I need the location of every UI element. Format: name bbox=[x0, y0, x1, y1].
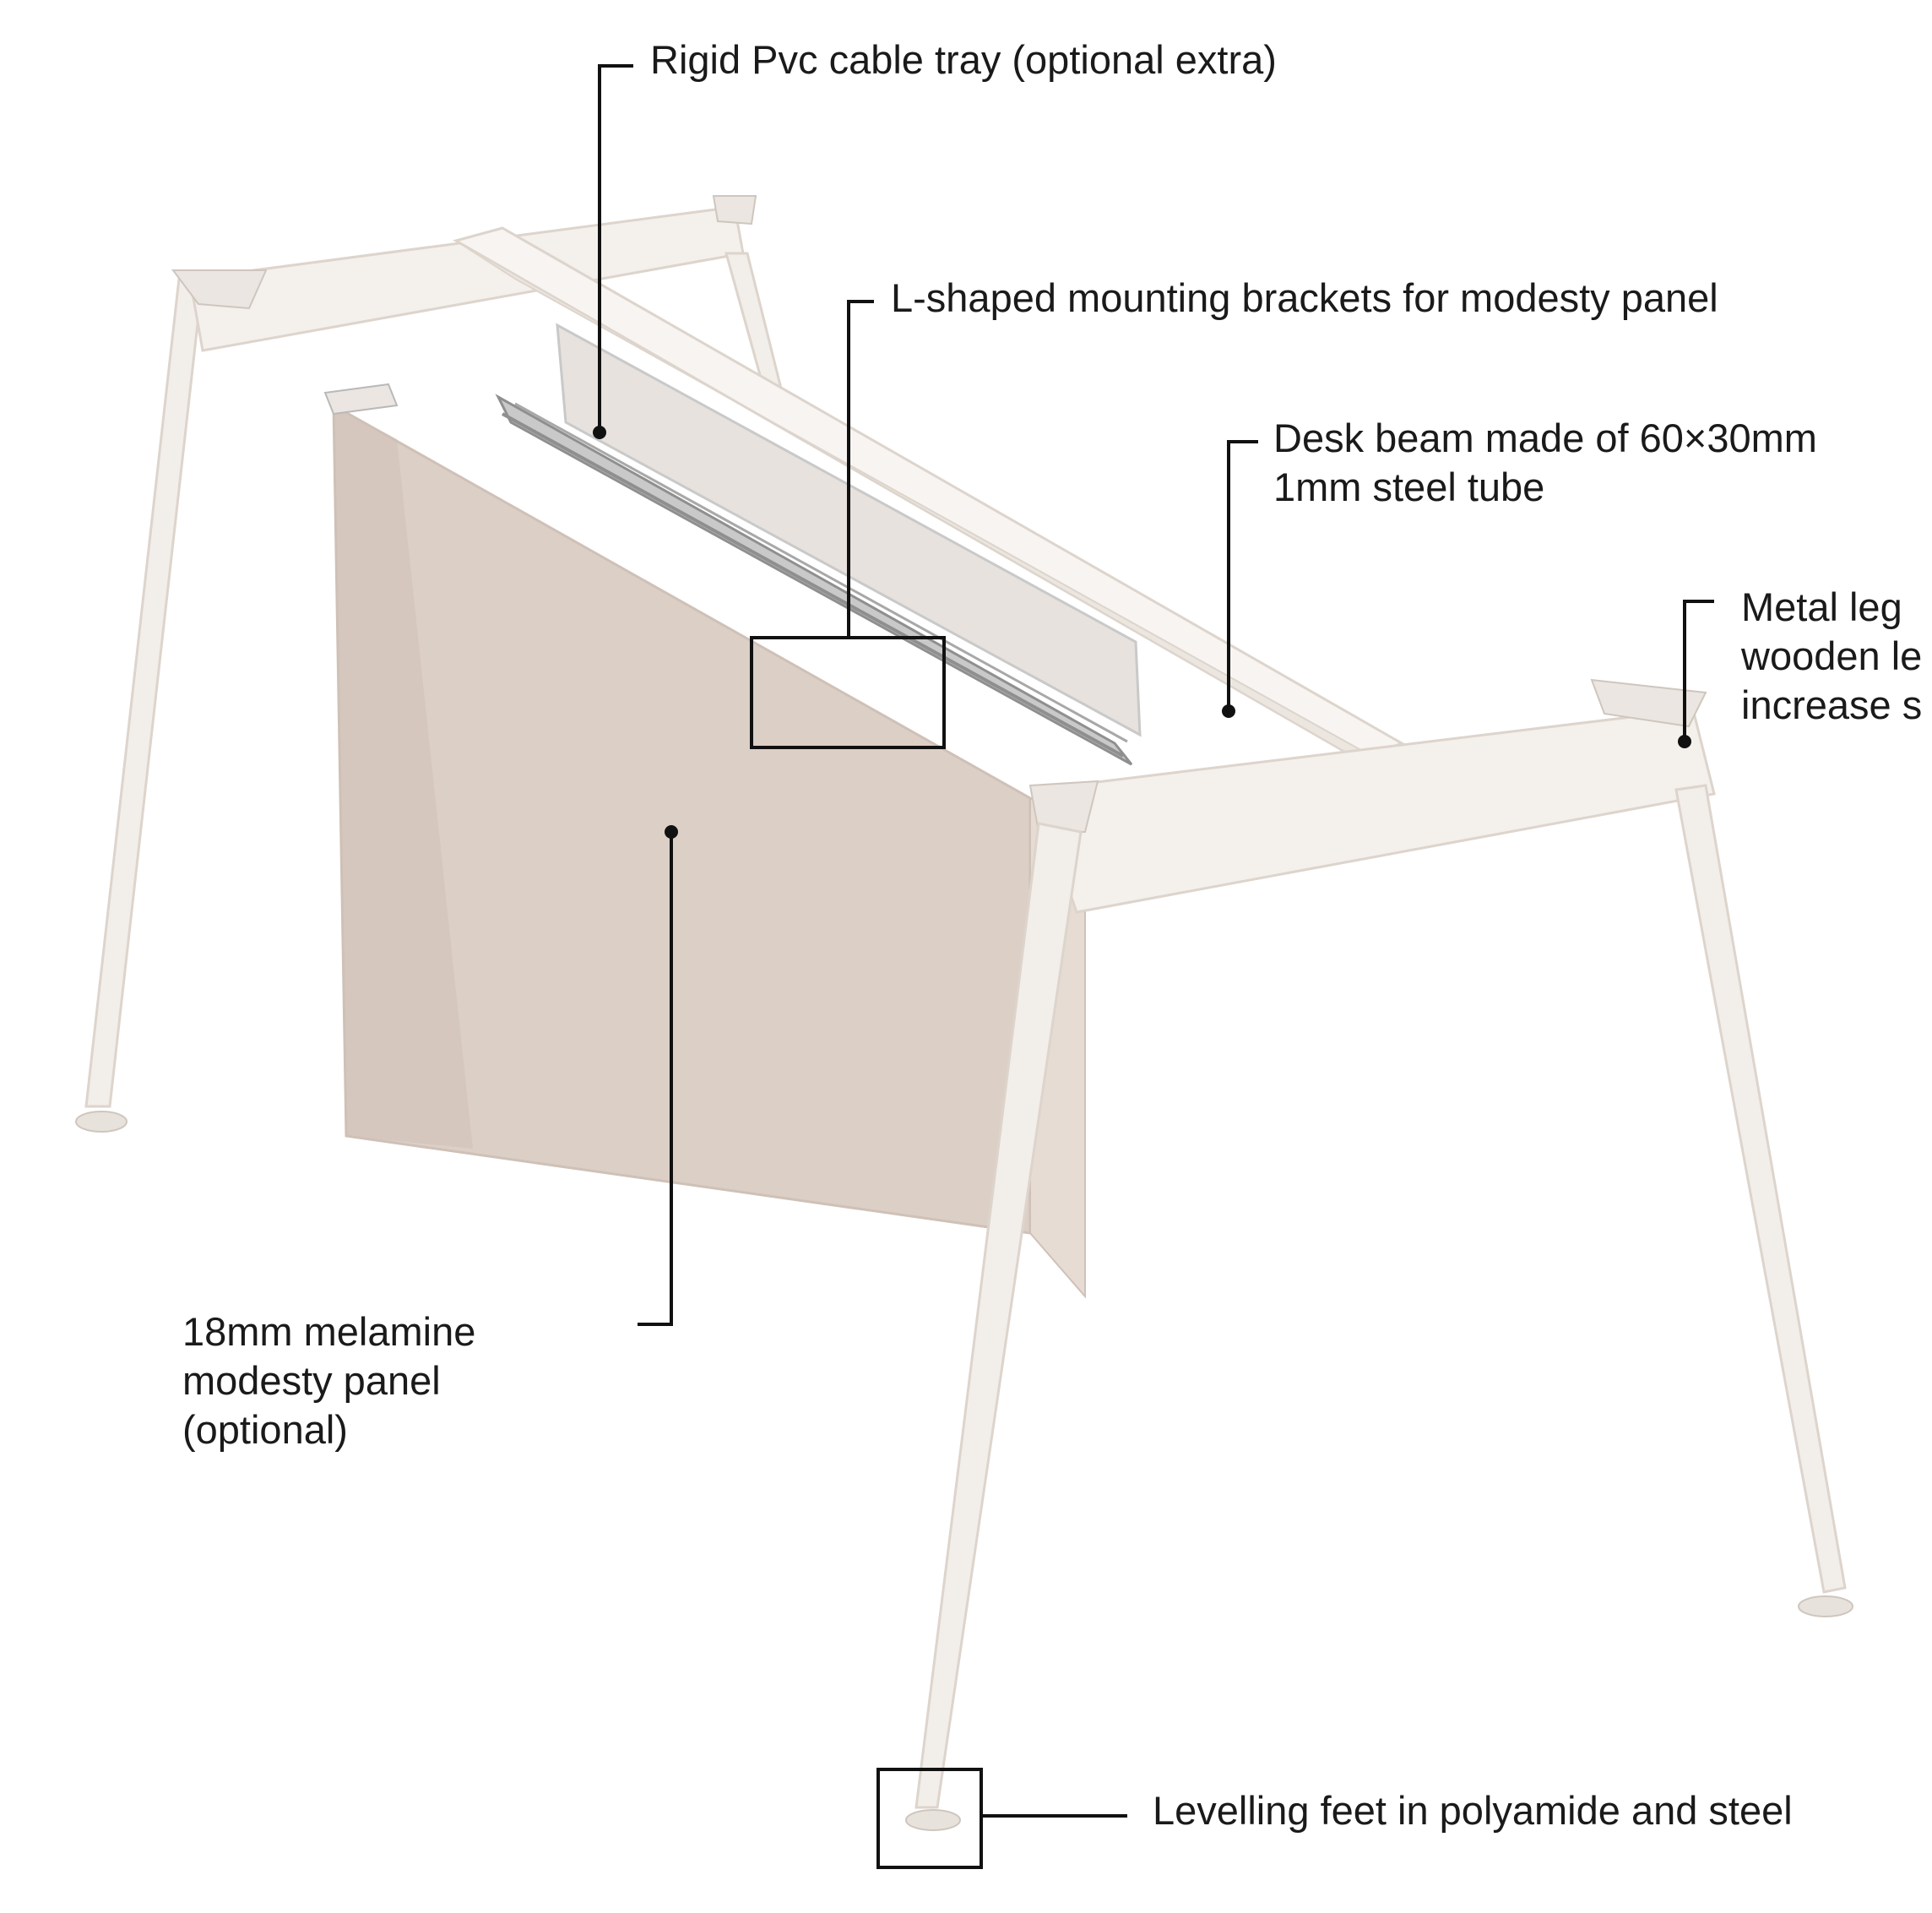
callout-line: wooden le bbox=[1741, 633, 1923, 678]
callout-line: Desk beam made of 60×30mm bbox=[1273, 416, 1817, 460]
callout-cable-tray: Rigid Pvc cable tray (optional extra) bbox=[650, 35, 1277, 84]
modesty-panel-top-bracket bbox=[323, 383, 399, 416]
callout-line: Rigid Pvc cable tray (optional extra) bbox=[650, 37, 1277, 82]
callout-mounting-brackets: L-shaped mounting brackets for modesty p… bbox=[891, 274, 1718, 323]
highlight-mounting-brackets bbox=[750, 636, 946, 749]
callout-line: 1mm steel tube bbox=[1273, 465, 1545, 509]
cable-tray-edge-inner bbox=[514, 402, 1128, 743]
right-rail-bracket bbox=[1590, 678, 1707, 728]
callout-line: (optional) bbox=[182, 1407, 348, 1452]
highlight-levelling-feet bbox=[876, 1768, 983, 1869]
marker-desk-beam bbox=[1222, 704, 1235, 718]
left-rail-back-bracket bbox=[712, 195, 757, 226]
front-right-leg bbox=[1674, 784, 1847, 1594]
marker-modesty-panel bbox=[665, 825, 678, 839]
callout-metal-leg: Metal leg wooden le increase s bbox=[1741, 583, 1922, 730]
callout-levelling-feet: Levelling feet in polyamide and steel bbox=[1153, 1786, 1793, 1835]
callout-line: L-shaped mounting brackets for modesty p… bbox=[891, 275, 1718, 320]
back-left-leg bbox=[84, 277, 204, 1108]
callout-desk-beam: Desk beam made of 60×30mm 1mm steel tube bbox=[1273, 414, 1817, 512]
left-rail-bracket bbox=[171, 269, 268, 310]
front-right-foot bbox=[1798, 1595, 1853, 1617]
callout-line: modesty panel bbox=[182, 1358, 441, 1403]
front-left-foot bbox=[905, 1809, 961, 1831]
front-left-leg bbox=[914, 822, 1083, 1809]
leader-modesty-panel bbox=[638, 832, 673, 1326]
leader-metal-leg bbox=[1683, 600, 1714, 742]
callout-line: Levelling feet in polyamide and steel bbox=[1153, 1788, 1793, 1833]
marker-cable-tray bbox=[593, 426, 606, 439]
back-left-foot bbox=[75, 1111, 128, 1133]
leader-mounting-brackets bbox=[847, 300, 874, 638]
front-joint-bracket bbox=[1028, 780, 1099, 833]
callout-line: increase s bbox=[1741, 682, 1923, 727]
callout-line: Metal leg bbox=[1741, 584, 1902, 629]
modesty-panel-shade bbox=[334, 405, 473, 1149]
marker-metal-leg bbox=[1678, 735, 1691, 748]
cable-tray-edge bbox=[502, 412, 1124, 758]
callout-line: 18mm melamine bbox=[182, 1309, 476, 1354]
leader-cable-tray bbox=[598, 64, 633, 432]
callout-modesty-panel: 18mm melamine modesty panel (optional) bbox=[182, 1307, 475, 1454]
leader-desk-beam bbox=[1227, 440, 1258, 711]
